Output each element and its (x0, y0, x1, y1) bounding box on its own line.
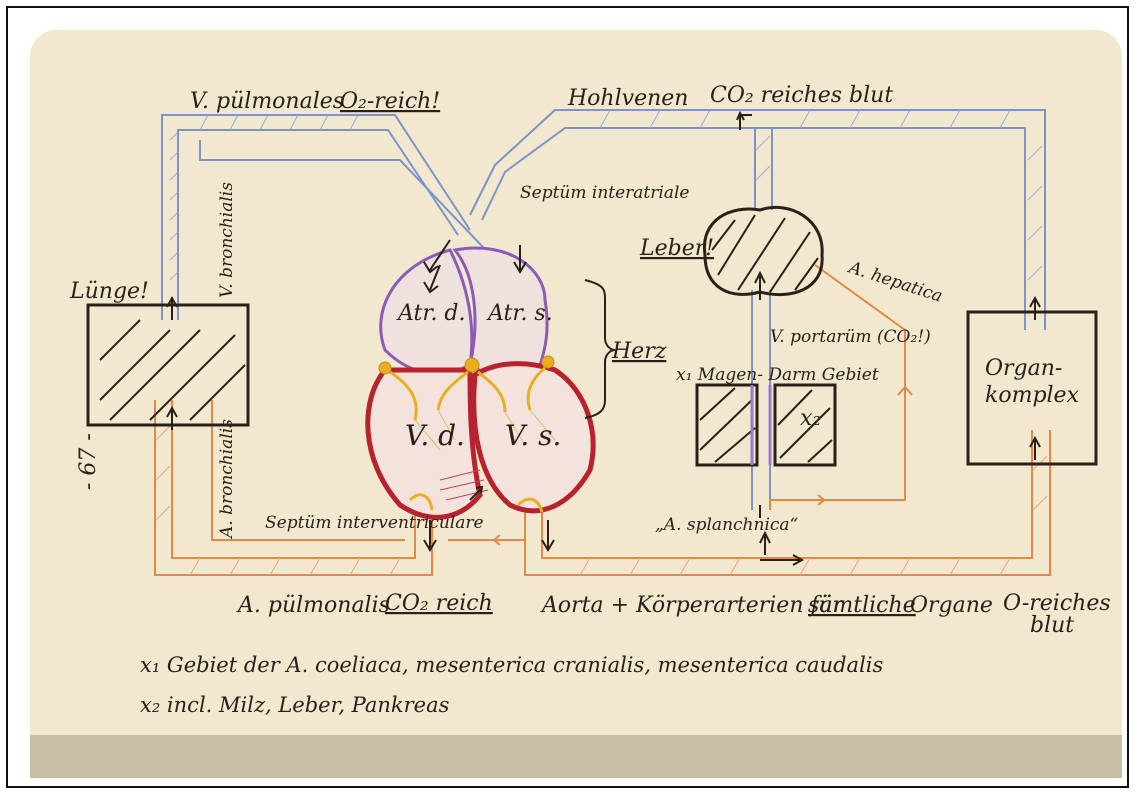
label-aorta-note: sämtliche (808, 593, 916, 618)
label-organe: Organe (910, 593, 993, 618)
label-o-reiches-2: blut (1030, 613, 1074, 638)
label-hohlvenen: Hohlvenen (567, 86, 688, 111)
label-v-bronchialis: V. bronchialis (217, 182, 237, 298)
label-a-pulmonalis-note: CO₂ reich (385, 591, 493, 616)
label-v-d: V. d. (405, 419, 465, 452)
label-v-pulmonales: V. pülmonales (190, 89, 344, 114)
label-atr-d: Atr. d. (396, 301, 466, 326)
label-a-splanchnica: „A. splanchnica“ (655, 515, 799, 535)
page-number: - 67 - (76, 433, 101, 490)
label-organkomplex-1: Organ- (985, 356, 1062, 381)
label-magen-darm: x₁ Magen- Darm Gebiet (676, 365, 879, 385)
label-atr-s: Atr. s. (486, 301, 553, 326)
label-v-s: V. s. (505, 419, 561, 452)
label-septum-interventriculare: Septüm interventriculare (265, 513, 484, 533)
label-lunge: Lünge! (69, 279, 149, 304)
footnote-x1: x₁ Gebiet der A. coeliaca, mesenterica c… (140, 653, 883, 677)
footnote-x2: x₂ incl. Milz, Leber, Pankreas (140, 693, 450, 717)
label-x2: x₂ (800, 406, 821, 431)
label-septum-interatriale: Septüm interatriale (520, 183, 689, 203)
label-v-portarum: V. portarüm (CO₂!) (770, 327, 931, 347)
label-herz: Herz (611, 339, 667, 364)
label-v-pulmonales-note: O₂-reich! (340, 89, 440, 114)
notebook-binding-shadow (30, 735, 1122, 778)
label-organkomplex-2: komplex (985, 383, 1080, 408)
label-aorta: Aorta + Körperarterien für (540, 593, 845, 618)
label-hohlvenen-note: CO₂ reiches blut (710, 83, 893, 108)
label-a-bronchialis: A. bronchialis (217, 419, 237, 540)
label-a-pulmonalis: A. pülmonalis (236, 593, 390, 618)
label-leber: Leber! (639, 236, 714, 261)
